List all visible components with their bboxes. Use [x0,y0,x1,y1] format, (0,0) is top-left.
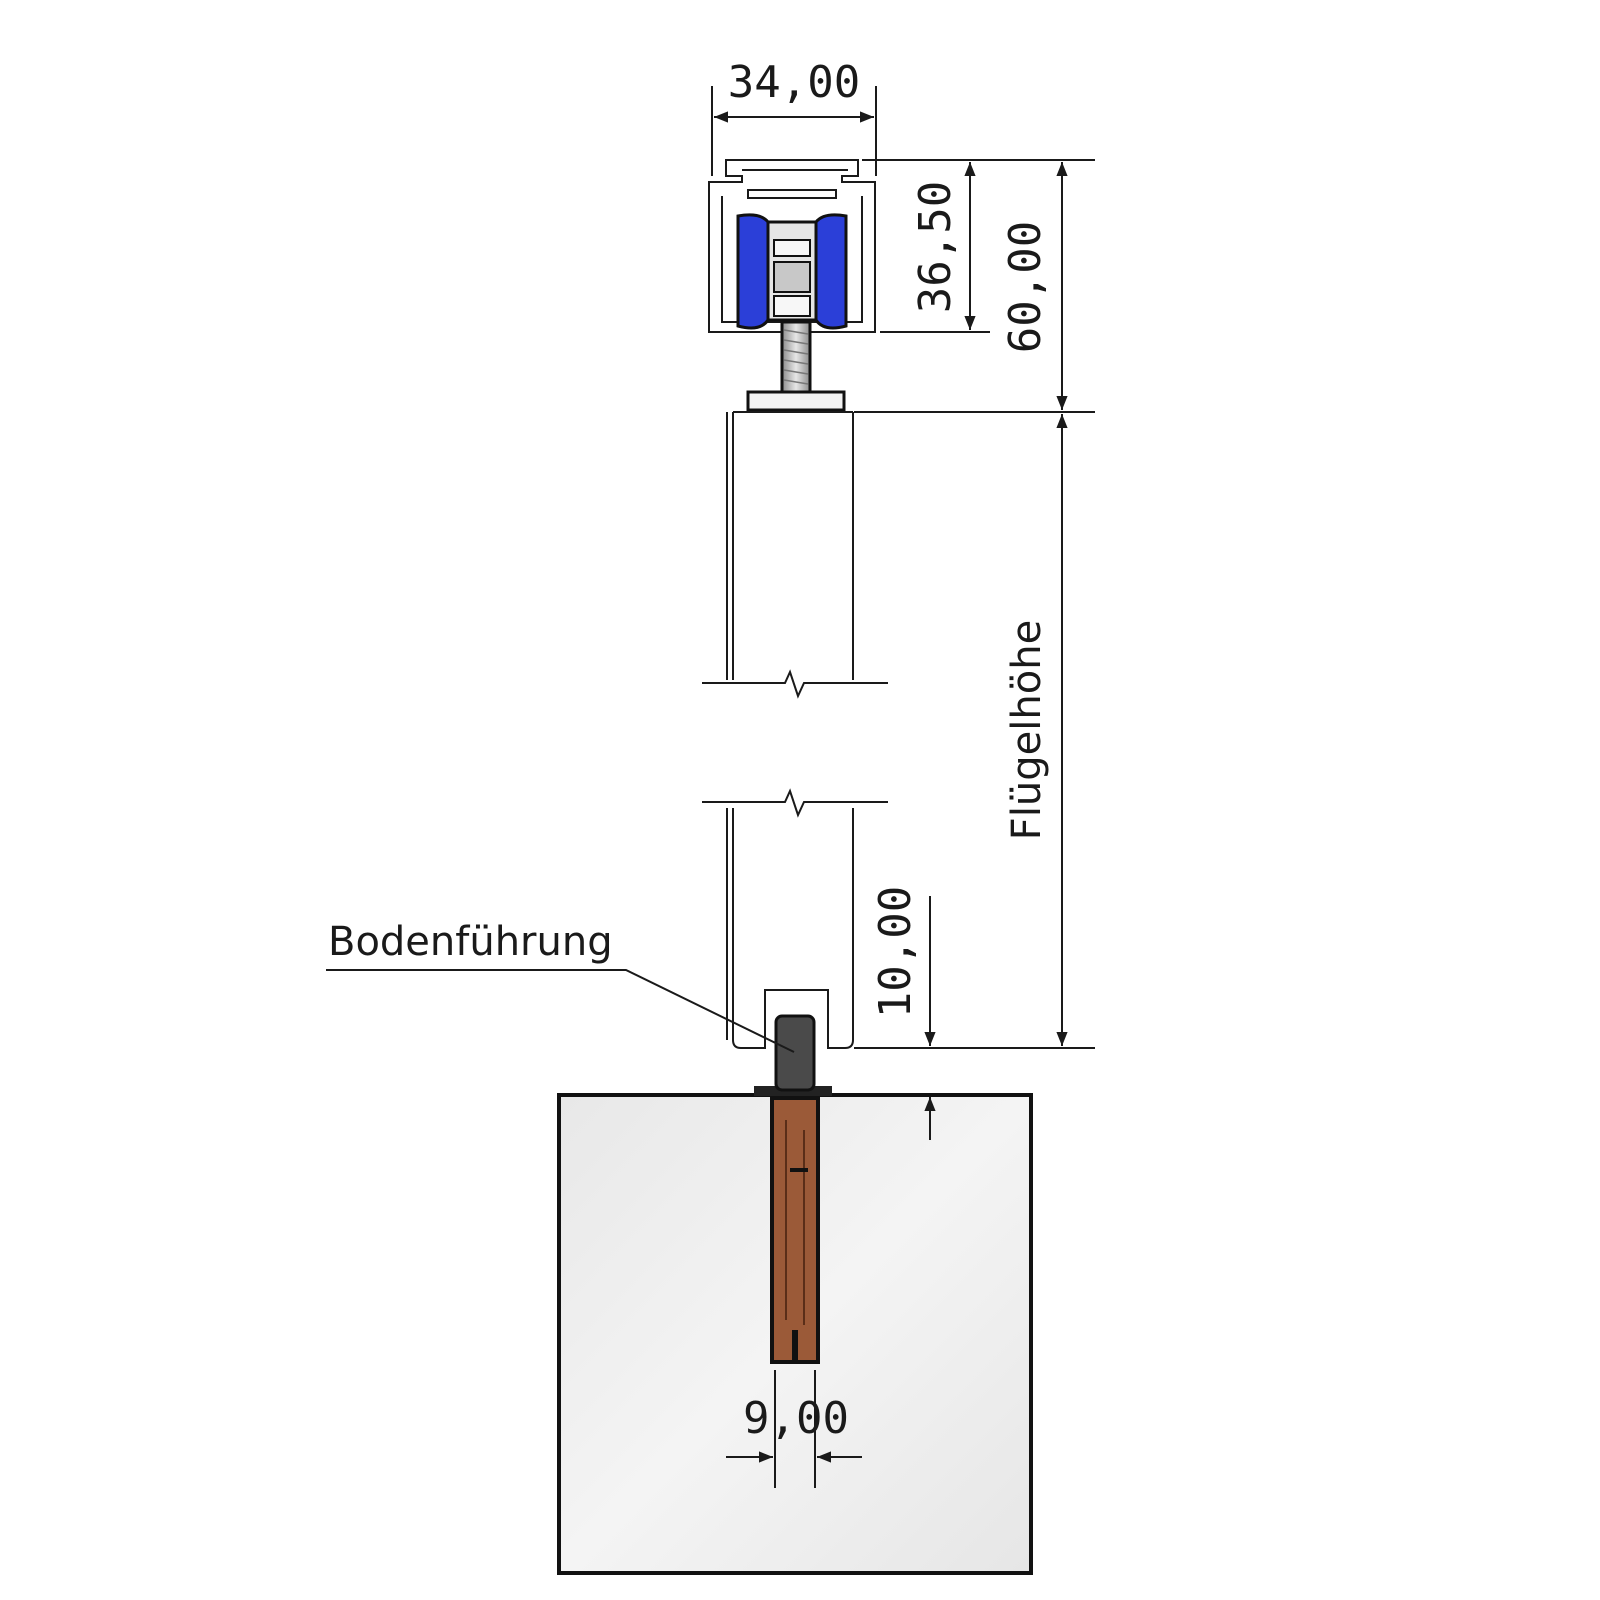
dim-pin-diameter: 9,00 [726,1370,862,1488]
dim-sash-height: Flügelhöhe [1004,414,1068,1046]
dim-track-total-height-text: 60,00 [1000,221,1051,353]
break-line-top [702,669,888,699]
roller-left [736,213,770,330]
hanger-bolt [746,320,846,412]
door-sash [726,411,854,1049]
floor-dowel [754,1086,832,1364]
floor-guide-label: Bodenführung [328,919,613,965]
break-line-bottom [702,788,888,818]
floor-guide-pin [774,1014,816,1092]
roller-right [814,213,848,330]
dim-track-width: 34,00 [711,57,877,176]
dim-track-inner-height-text: 36,50 [910,181,961,313]
roller-axle [766,220,818,322]
dim-guide-engagement-text: 10,00 [870,886,921,1018]
dim-track-inner-height: 36,50 [910,162,976,330]
dim-track-total-height: 60,00 [1000,162,1068,410]
dim-track-width-text: 34,00 [728,57,860,108]
dim-guide-engagement: 10,00 [870,886,936,1140]
floor-guide-callout: Bodenführung [326,919,795,1053]
dim-pin-diameter-text: 9,00 [743,1393,849,1444]
dim-sash-height-text: Flügelhöhe [1004,620,1050,840]
